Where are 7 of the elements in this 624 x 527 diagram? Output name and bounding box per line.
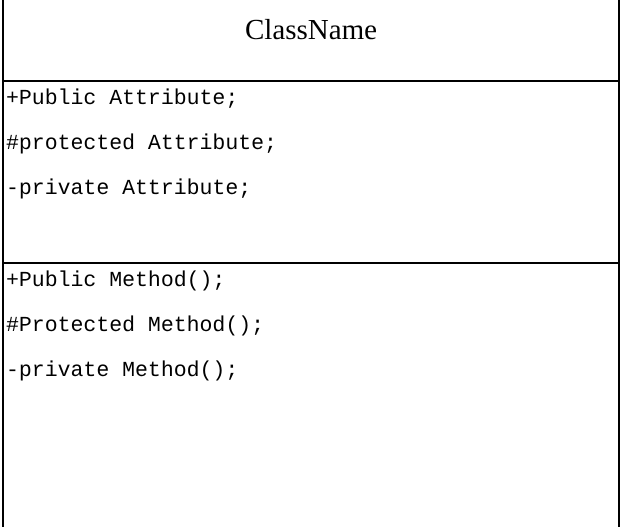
method-text: -private Method(); <box>6 358 240 385</box>
attribute-text: +Public Attribute; <box>6 86 240 113</box>
method-text: +Public Method(); <box>6 268 226 295</box>
attribute-text: -private Attribute; <box>6 176 252 203</box>
class-name: ClassName <box>244 14 378 46</box>
attribute-text: #protected Attribute; <box>6 131 278 158</box>
method-text: #Protected Method(); <box>6 313 266 340</box>
